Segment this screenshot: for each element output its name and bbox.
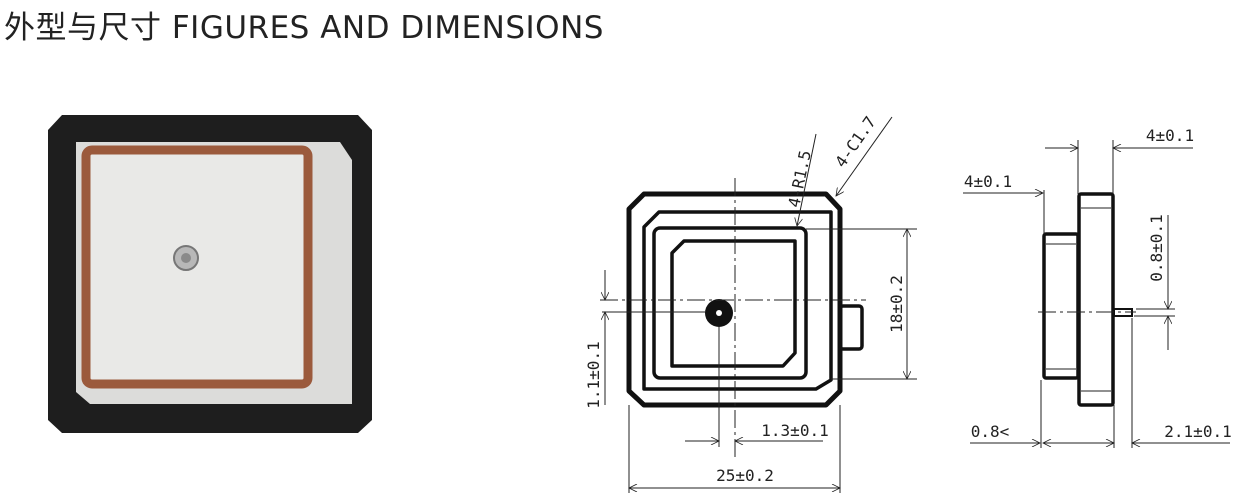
copper-frame	[81, 145, 313, 389]
offset-x-dimension: 1.3±0.1	[761, 421, 828, 440]
plate-thickness-dimension: 4±0.1	[1146, 126, 1194, 145]
radius-callout: 4-R1.5	[784, 149, 815, 209]
page-title: 外型与尺寸 FIGURES AND DIMENSIONS	[4, 10, 604, 46]
patch-thickness-dimension: 4±0.1	[964, 172, 1012, 191]
front-view-drawing: 18±0.2 1.1±0.1 1.3±0.1 25±0.2 4-R1.5 4-C…	[584, 113, 917, 493]
width-dimension: 25±0.2	[716, 466, 774, 485]
side-view-drawing: 4±0.1 4±0.1 0.8±0.1 0.8< 2.1±0.1	[963, 126, 1232, 448]
height-dimension: 18±0.2	[887, 275, 906, 333]
gap-dimension: 0.8<	[971, 422, 1010, 441]
pin-length-dimension: 2.1±0.1	[1164, 422, 1231, 441]
offset-y-dimension: 1.1±0.1	[584, 341, 603, 408]
pin-diameter-dimension: 0.8±0.1	[1147, 214, 1166, 281]
antenna-photo	[48, 115, 372, 433]
chamfer-callout: 4-C1.7	[831, 113, 880, 171]
